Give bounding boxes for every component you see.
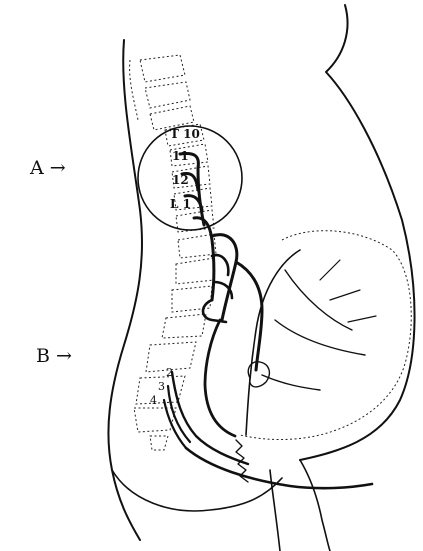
vertebra-label-12: 12 xyxy=(172,173,189,187)
marker-a-label: A → xyxy=(29,157,66,179)
vertebra-label-t10: T 10 xyxy=(170,127,200,141)
uterus-outline xyxy=(240,231,411,440)
front-contour xyxy=(300,5,415,460)
sacral-label-3: 3 xyxy=(158,380,165,393)
uterine-branch-2 xyxy=(275,320,365,355)
marker-b-label: B → xyxy=(36,345,72,367)
sacral-pathway xyxy=(164,320,372,488)
t10-l1-highlight-circle xyxy=(138,126,242,230)
uterine-twigs xyxy=(320,260,376,322)
sacral-label-4: 4 xyxy=(150,394,157,407)
thigh-contour xyxy=(300,460,330,551)
uterine-branch-1 xyxy=(285,270,352,330)
vertebra-label-l1: L 1 xyxy=(170,197,191,211)
vertebra-label-11: 11 xyxy=(172,149,189,163)
buttock-contour xyxy=(112,470,282,511)
uterine-branch-3 xyxy=(262,375,320,390)
sacral-label-2: 2 xyxy=(166,366,173,379)
